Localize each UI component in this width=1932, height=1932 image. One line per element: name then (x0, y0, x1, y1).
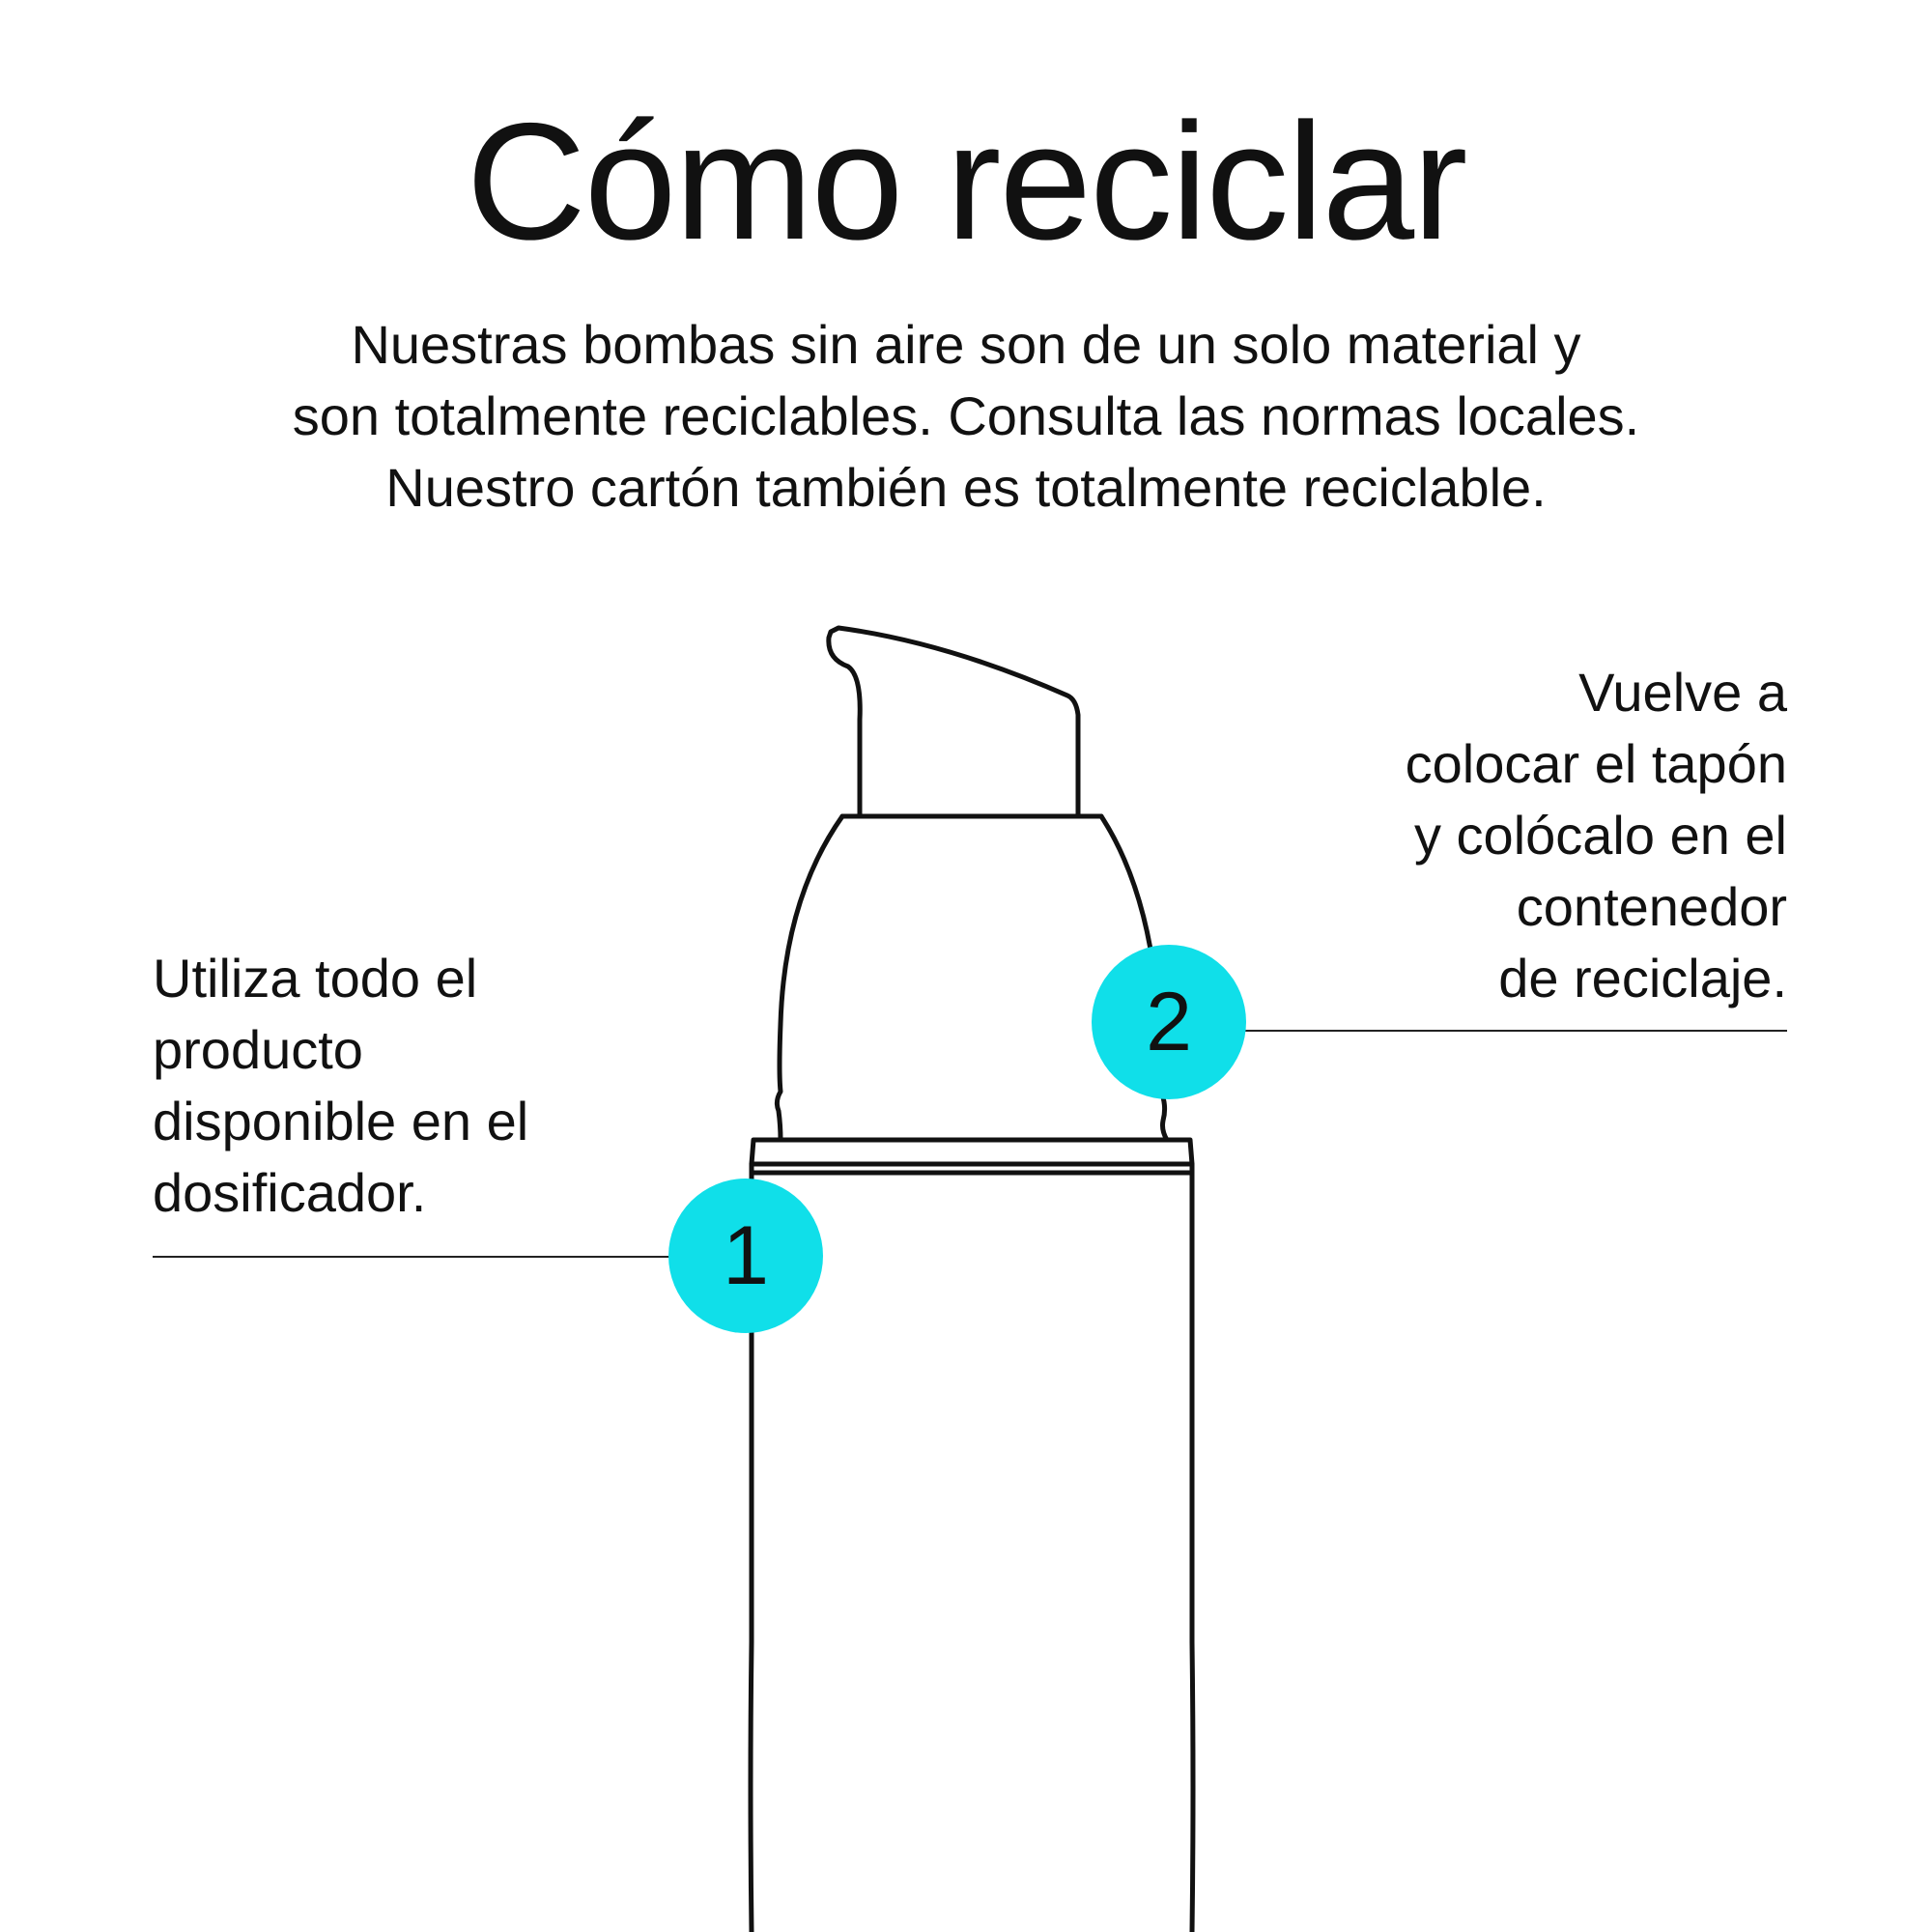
intro-line: Nuestro cartón también es totalmente rec… (385, 457, 1547, 518)
step-1-line: disponible en el (153, 1091, 529, 1151)
intro-line: son totalmente reciclables. Consulta las… (292, 385, 1640, 446)
intro-line: Nuestras bombas sin aire son de un solo … (351, 314, 1581, 375)
step-2-badge: 2 (1092, 945, 1246, 1099)
step-2-line: y colócalo en el (1413, 805, 1787, 866)
bottle-neck-ring (749, 1137, 1195, 1167)
step-2-leader-line (1241, 1030, 1787, 1032)
step-1-line: dosificador. (153, 1162, 427, 1223)
step-1-badge: 1 (668, 1179, 823, 1333)
intro-paragraph: Nuestras bombas sin aire son de un solo … (0, 309, 1932, 524)
step-2-line: contenedor (1516, 876, 1787, 937)
page-title: Cómo reciclar (466, 89, 1468, 274)
step-1-line: Utiliza todo el (153, 948, 478, 1009)
step-2-line: de reciclaje. (1498, 948, 1787, 1009)
step-1-leader-line (153, 1256, 674, 1258)
step-2-line: Vuelve a (1578, 662, 1787, 723)
step-2-line: colocar el tapón (1405, 733, 1787, 794)
bottle-body (748, 1170, 754, 1932)
pump-shoulder (774, 813, 845, 1143)
step-2-text: Vuelve a colocar el tapón y colócalo en … (1406, 657, 1787, 1014)
step-1-line: producto (153, 1019, 363, 1080)
pump-nozzle (826, 625, 1081, 819)
step-1-text: Utiliza todo el producto disponible en e… (153, 943, 528, 1229)
